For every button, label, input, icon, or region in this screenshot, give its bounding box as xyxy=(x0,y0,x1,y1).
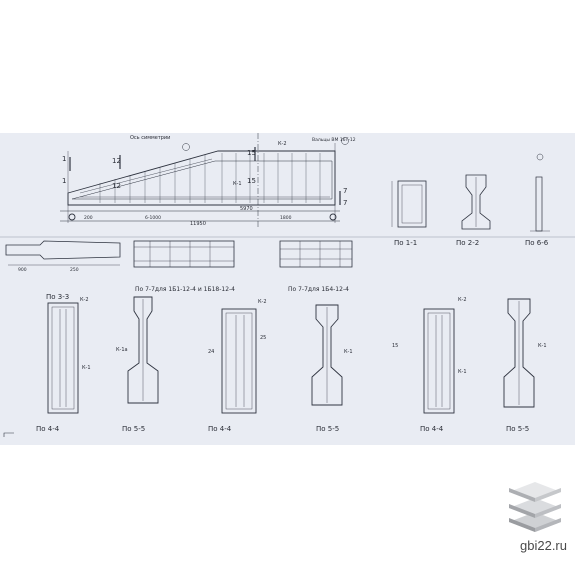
slab-top xyxy=(509,482,561,502)
section-5-5-c: По 5-5 xyxy=(503,298,535,433)
dimension-label: 5970 xyxy=(240,206,253,212)
section-caption: По 5-5 xyxy=(122,425,145,433)
section-caption: По 5-5 xyxy=(316,425,339,433)
rebar-mark: К-1 xyxy=(233,181,242,187)
site-name: gbi22.ru xyxy=(520,538,567,553)
position-bubble xyxy=(341,137,349,145)
frame-corner xyxy=(3,432,14,437)
section-caption: По 7-7для 1Б1-12-4 и 1Б18-12-4 xyxy=(135,286,235,293)
section-caption: По 6-6 xyxy=(525,239,549,247)
section-4-4-b: По 4-4 xyxy=(208,308,257,433)
dimension-label: 250 xyxy=(70,267,79,273)
section-7-7-a: По 7-7для 1Б1-12-4 и 1Б18-12-4 xyxy=(133,240,235,293)
dimension-label: 1800 xyxy=(280,215,292,221)
engineering-drawing-sheet: Ось симметрии Вальцы ВМ 16Т-12 1 1 12 12… xyxy=(0,133,575,445)
section-caption: По 1-1 xyxy=(394,239,417,247)
dimension-label: 6-1000 xyxy=(145,215,161,221)
section-mark: 7 xyxy=(343,187,347,195)
slab-bottom xyxy=(509,512,561,532)
rebar-mark: К-1а xyxy=(116,347,128,353)
position-bubble xyxy=(182,143,190,151)
section-mark: 12 xyxy=(112,182,121,190)
section-1-1: По 1-1 xyxy=(391,180,427,247)
rebar-mark: К-1 xyxy=(458,369,467,375)
rebar-mark: К-1 xyxy=(538,343,547,349)
section-4-4-a: По 4-4 xyxy=(36,302,79,433)
section-2-2: По 2-2 xyxy=(456,174,491,247)
dimension-label: 200 xyxy=(84,215,93,221)
section-mark: 1 xyxy=(62,155,66,163)
section-caption: По 2-2 xyxy=(456,239,479,247)
section-caption: По 4-4 xyxy=(36,425,60,433)
rebar-mark: 25 xyxy=(260,335,266,341)
section-caption: По 3-3 xyxy=(46,293,69,301)
stacked-slabs-icon xyxy=(509,482,561,532)
rebar-mark: 15 xyxy=(392,343,398,349)
section-caption: По 7-7для 1Б4-12-4 xyxy=(288,286,349,293)
section-5-5-a: По 5-5 xyxy=(122,296,159,433)
beam-annotations: Ось симметрии Вальцы ВМ 16Т-12 1 1 12 12… xyxy=(62,135,356,227)
section-caption: По 4-4 xyxy=(420,425,444,433)
rebar-mark: К-2 xyxy=(258,299,267,305)
section-6-6: По 6-6 xyxy=(525,153,550,247)
rebar-mark: К-1 xyxy=(344,349,353,355)
section-3-3: 900 250 По 3-3 xyxy=(5,240,121,301)
section-7-7-b: По 7-7для 1Б4-12-4 xyxy=(279,240,353,293)
rebar-mark: К-1 xyxy=(82,365,91,371)
section-4-4-c: По 4-4 xyxy=(420,308,455,433)
section-caption: По 4-4 xyxy=(208,425,232,433)
section-mark: 7 xyxy=(343,199,347,207)
section-caption: По 5-5 xyxy=(506,425,529,433)
callout-axis-symmetry: Ось симметрии xyxy=(130,135,170,141)
dimension-label: 11950 xyxy=(190,221,206,227)
section-mark: 15 xyxy=(247,177,256,185)
rebar-mark: К-2 xyxy=(458,297,467,303)
rebar-mark: 24 xyxy=(208,349,214,355)
callout-rolls: Вальцы ВМ 16Т-12 xyxy=(312,137,356,143)
section-mark: 1 xyxy=(62,177,66,185)
bottom-rebar-marks: К-2 К-1 К-1а К-2 25 К-1 К-2 К-1 К-1 24 1… xyxy=(80,297,547,375)
beam-elevation xyxy=(60,133,341,228)
slab-middle xyxy=(509,498,561,518)
dimension-label: 900 xyxy=(18,267,27,273)
section-mark: 15 xyxy=(247,149,256,157)
rebar-mark: К-2 xyxy=(80,297,89,303)
section-5-5-b: По 5-5 xyxy=(311,304,343,433)
section-mark: 12 xyxy=(112,157,121,165)
rebar-mark: К-2 xyxy=(278,141,287,147)
